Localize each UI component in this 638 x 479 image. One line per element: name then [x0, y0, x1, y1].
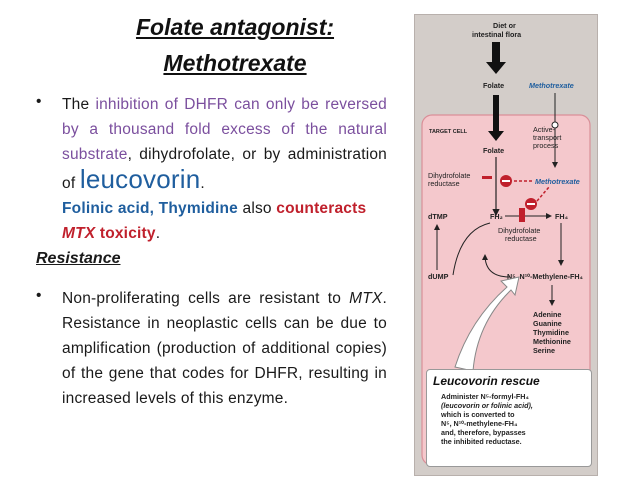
toxicity-term: toxicity [95, 225, 156, 242]
dtmp-label: dTMP [428, 212, 448, 221]
rescue-line: Administer N⁵-formyl-FH₄ [441, 392, 529, 401]
product-adenine: Adenine [533, 310, 561, 319]
folate-arrow-head [488, 131, 504, 141]
mtx-inhibit-dash-2 [536, 186, 550, 202]
bullet-paragraph-2: Non-proliferating cells are resistant to… [62, 286, 387, 411]
dhfr-left-line2: reductase [428, 179, 460, 188]
text-run: , dihydrofolate, or by administration of [62, 146, 387, 192]
text-run: Non-proliferating cells are resistant to [62, 290, 350, 307]
diet-arrow-head [486, 62, 506, 74]
flora-label: intestinal flora [472, 30, 522, 39]
diet-label: Diet or [493, 21, 516, 30]
highlight-purple: inhibition of DHFR can only be reversed … [62, 96, 387, 163]
slide-title-line2: Methotrexate [163, 50, 307, 76]
product-thymidine: Thymidine [533, 328, 569, 337]
rescue-line: N⁵, N¹⁰-methylene-FH₄ [441, 419, 518, 428]
inhibit-bar-2 [519, 208, 525, 222]
bullet-marker-2: • [36, 287, 42, 304]
rescue-line: which is converted to [441, 410, 515, 419]
fh4-label: FH₄ [555, 212, 569, 221]
fh2-loop-curve [452, 222, 491, 276]
text-run: . [200, 175, 205, 192]
counteracts-term: counteracts [276, 200, 367, 217]
diet-arrow-shaft [492, 42, 500, 62]
rescue-arrow [454, 276, 520, 372]
dhfr-left-line1: Dihydrofolate [428, 171, 470, 180]
mtx-term: MTX [62, 225, 96, 242]
process-label: process [533, 141, 559, 150]
leucovorin-rescue-box: Leucovorin rescue Administer N⁵-formyl-F… [426, 369, 592, 467]
target-cell-label: TARGET CELL [429, 129, 468, 135]
dhfr-mid-line1: Dihydrofolate [498, 226, 540, 235]
folinic-thymidine-term: Folinic acid, Thymidine [62, 200, 238, 217]
active-label: Active- [533, 125, 556, 134]
mtx-cell-label: Methotrexate [535, 177, 580, 186]
bullet-marker-1: • [36, 93, 42, 110]
folate-top-label: Folate [483, 81, 504, 90]
product-serine: Serine [533, 346, 555, 355]
rescue-line: (leucovorin or folinic acid), [441, 401, 533, 410]
rescue-body: Administer N⁵-formyl-FH₄ (leucovorin or … [441, 392, 586, 446]
rescue-line: and, therefore, bypasses [441, 428, 526, 437]
leucovorin-term: leucovorin [79, 164, 201, 194]
folate-cell-label: Folate [483, 146, 504, 155]
inhibit-minus-1 [502, 180, 510, 182]
methylene-loop [482, 254, 511, 278]
dump-label: dUMP [428, 272, 449, 281]
bullet-paragraph-1: The inhibition of DHFR can only be rever… [62, 92, 387, 246]
product-guanine: Guanine [533, 319, 562, 328]
mtx-italic: MTX [349, 290, 383, 307]
text-run: . Resistance in neoplastic cells can be … [62, 290, 387, 407]
resistance-heading: Resistance [36, 250, 121, 267]
fh2-label: FH₂ [490, 212, 503, 221]
inhibit-bar-1 [482, 176, 492, 179]
text-run: . [155, 225, 161, 242]
inhibit-minus-2 [527, 203, 535, 205]
dhfr-mid-line2: reductase [505, 234, 537, 243]
methylene-label: N⁵, N¹⁰-Methylene-FH₄ [507, 272, 584, 281]
text-run: also [238, 200, 277, 217]
rescue-title: Leucovorin rescue [433, 374, 540, 388]
text-run: The [62, 96, 96, 113]
mtx-top-label: Methotrexate [529, 81, 574, 90]
folate-pathway-figure: Diet or intestinal flora Folate Methotre… [414, 14, 598, 476]
transport-label: transport [533, 133, 561, 142]
folate-arrow-shaft [493, 95, 499, 133]
product-methionine: Methionine [533, 337, 571, 346]
slide-title-line1: Folate antagonist: [135, 14, 335, 40]
rescue-line: the inhibited reductase. [441, 437, 522, 446]
